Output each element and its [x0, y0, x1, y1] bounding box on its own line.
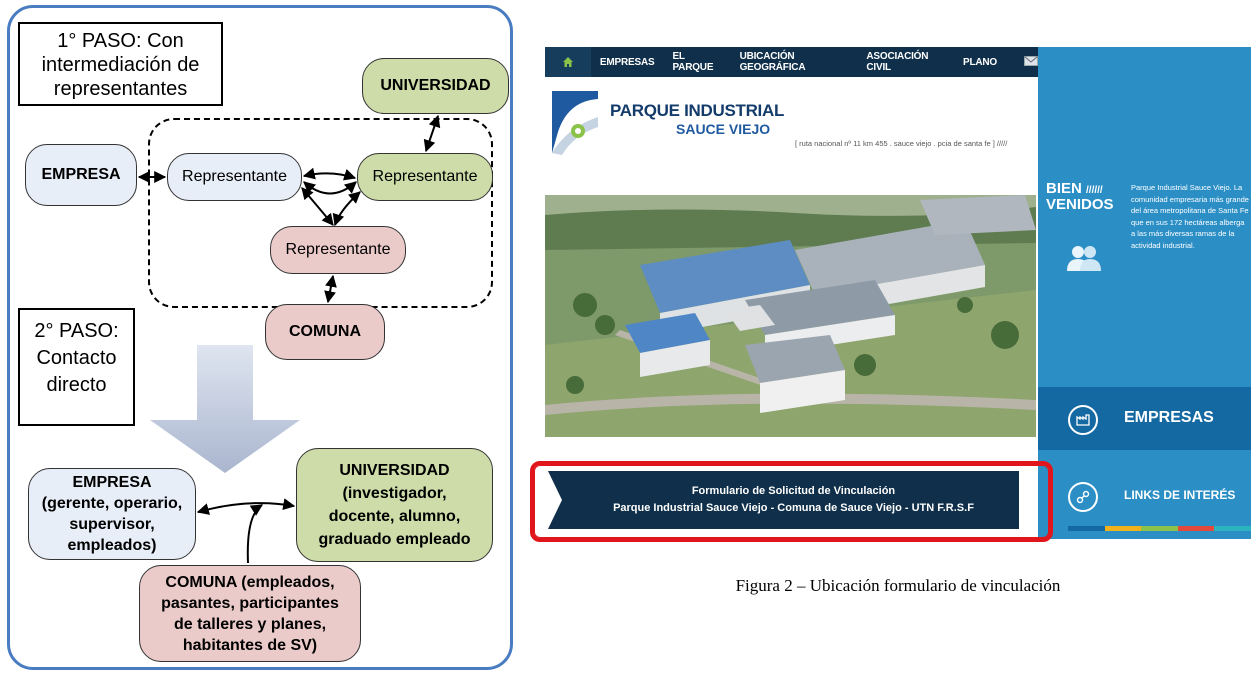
- nav-ubicacion[interactable]: UBICACIÓN GEOGRÁFICA: [739, 51, 806, 73]
- node-universidad: UNIVERSIDAD: [362, 58, 509, 114]
- empresas-button[interactable]: EMPRESAS: [1038, 387, 1251, 450]
- links-button[interactable]: LINKS DE INTERÉS: [1038, 454, 1251, 524]
- figure-caption: Figura 2 – Ubicación formulario de vincu…: [735, 576, 1061, 595]
- users-icon: [1067, 246, 1101, 271]
- park-logo-icon: [552, 91, 598, 155]
- step2-title: 2° PASO: Contacto directo: [18, 308, 135, 426]
- form-title: Formulario de Solicitud de Vinculación: [691, 485, 896, 497]
- highlight-frame: [530, 461, 1053, 542]
- empresas-label: EMPRESAS: [1124, 409, 1214, 426]
- step2-line: 2° PASO:: [34, 320, 119, 342]
- nav-plano[interactable]: PLANO: [962, 56, 997, 68]
- step1-line: 1° PASO: Con: [57, 30, 184, 52]
- address-text: [ ruta nacional nº 11 km 455 . sauce vie…: [795, 139, 1008, 148]
- mail-icon[interactable]: [1024, 55, 1038, 69]
- nav-asociacion[interactable]: ASOCIACIÓN CIVIL: [866, 51, 929, 73]
- factory-icon: [1068, 405, 1098, 435]
- industrial-park-photo: [545, 195, 1036, 437]
- big-down-arrow: [150, 345, 300, 473]
- link-icon: [1068, 482, 1098, 512]
- node-empresa-direct: EMPRESA (gerente, operario, supervisor, …: [28, 468, 196, 560]
- logo-title: PARQUE INDUSTRIAL: [610, 101, 785, 120]
- node-comuna-direct: COMUNA (empleados, pasantes, participant…: [139, 565, 361, 662]
- step1-line: intermediación de: [41, 54, 200, 76]
- node-comuna: COMUNA: [265, 304, 385, 360]
- links-label: LINKS DE INTERÉS: [1124, 488, 1236, 502]
- step1-line: representantes: [53, 78, 188, 100]
- site-header: PARQUE INDUSTRIAL SAUCE VIEJO [ ruta nac…: [545, 77, 1038, 172]
- node-rep-comuna: Representante: [270, 226, 406, 274]
- representatives-group: [148, 118, 493, 308]
- site-sidebar: BIEN ////// VENIDOS Parque Industrial Sa…: [1038, 47, 1251, 539]
- top-nav: EMPRESAS EL PARQUE UBICACIÓN GEOGRÁFICA …: [545, 47, 1038, 77]
- node-rep-empresa: Representante: [167, 153, 302, 201]
- diagram-frame: [7, 5, 513, 670]
- nav-el-parque[interactable]: EL PARQUE: [672, 51, 714, 73]
- logo-subtitle: SAUCE VIEJO: [676, 121, 771, 137]
- step2-line: directo: [46, 374, 107, 396]
- step2-line: Contacto: [36, 347, 117, 369]
- vinculacion-form-link[interactable]: Formulario de Solicitud de Vinculación P…: [548, 471, 1019, 529]
- step1-title: 1° PASO: Con intermediación de represent…: [18, 22, 223, 106]
- nav-empresas[interactable]: EMPRESAS: [599, 56, 655, 68]
- node-rep-universidad: Representante: [357, 153, 493, 201]
- node-universidad-direct: UNIVERSIDAD (investigador, docente, alum…: [296, 448, 493, 562]
- home-icon[interactable]: [545, 47, 591, 77]
- form-bar-notch: [548, 471, 562, 529]
- welcome-text: Parque Industrial Sauce Viejo. La comuni…: [1131, 183, 1249, 250]
- form-subtitle: Parque Industrial Sauce Viejo - Comuna d…: [613, 502, 974, 514]
- color-stripes: [1068, 526, 1251, 531]
- node-empresa: EMPRESA: [25, 144, 137, 206]
- bienvenidos-title: BIEN ////// VENIDOS: [1046, 180, 1114, 213]
- website-screenshot: EMPRESAS EL PARQUE UBICACIÓN GEOGRÁFICA …: [545, 47, 1251, 539]
